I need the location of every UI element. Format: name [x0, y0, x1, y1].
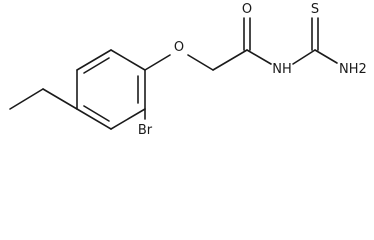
carbonyl-group: O: [242, 2, 252, 51]
bond-ethyl-methyl: [9, 88, 44, 110]
amide-nh-group: NH: [246, 49, 316, 77]
ethyl-group: [9, 88, 78, 110]
sulfur-atom-label: S: [311, 2, 319, 17]
molecule-structure-diagram: Br O O NH S NH2: [9, 2, 367, 138]
ether-oxygen-label: O: [174, 40, 184, 55]
bromine-atom-label: Br: [138, 123, 153, 138]
ring-double-bond-inner-2: [83, 105, 110, 122]
bond-carbonyl-nh: [246, 49, 272, 65]
bond-ch2-carbonyl: [212, 49, 248, 71]
benzene-ring: [76, 49, 146, 130]
ring-bond-c1-c2: [110, 49, 146, 71]
ring-double-bond-inner-1: [83, 57, 110, 74]
bond-ring-ethyl: [42, 88, 78, 110]
thiourea-group: S NH2: [311, 2, 367, 77]
amide-nh-label: NH: [272, 62, 292, 77]
bond-thiocarbonyl-nh2: [314, 49, 338, 64]
ring-bond-c4-c5: [76, 108, 112, 130]
ring-bond-c2-c3: [76, 49, 112, 71]
bond-nh-thiocarbonyl: [292, 49, 316, 65]
ether-linker: O: [144, 40, 248, 71]
bond-oxygen-ch2: [187, 54, 214, 71]
amine-nh2-label: NH2: [339, 62, 367, 77]
ring-bond-c5-c6: [110, 108, 146, 130]
bond-ring-oxygen: [144, 54, 171, 71]
carbonyl-oxygen-label: O: [242, 2, 252, 17]
bromine-substituent: Br: [138, 108, 153, 138]
